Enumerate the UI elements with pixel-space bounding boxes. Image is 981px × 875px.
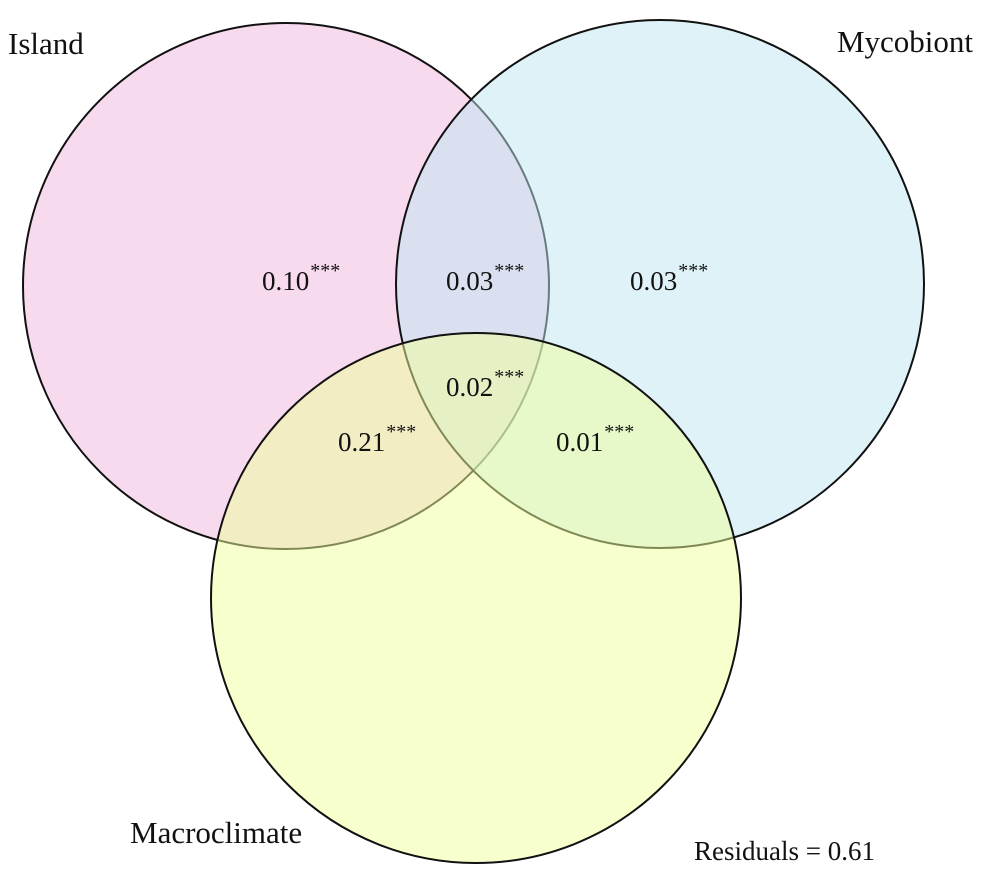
macroclimate-circle [210,332,742,864]
region-all-three: 0.02*** [446,366,525,402]
island-label: Island [8,26,84,61]
mycobiont-label: Mycobiont [836,24,973,59]
region-island-only: 0.10*** [262,260,341,296]
region-mycobiont-macroclimate: 0.01*** [556,421,635,457]
region-mycobiont-only: 0.03*** [630,260,709,296]
residuals-label: Residuals = 0.61 [694,836,875,866]
macroclimate-label: Macroclimate [130,815,303,850]
region-island-macroclimate: 0.21*** [338,421,417,457]
region-island-mycobiont: 0.03*** [446,260,525,296]
